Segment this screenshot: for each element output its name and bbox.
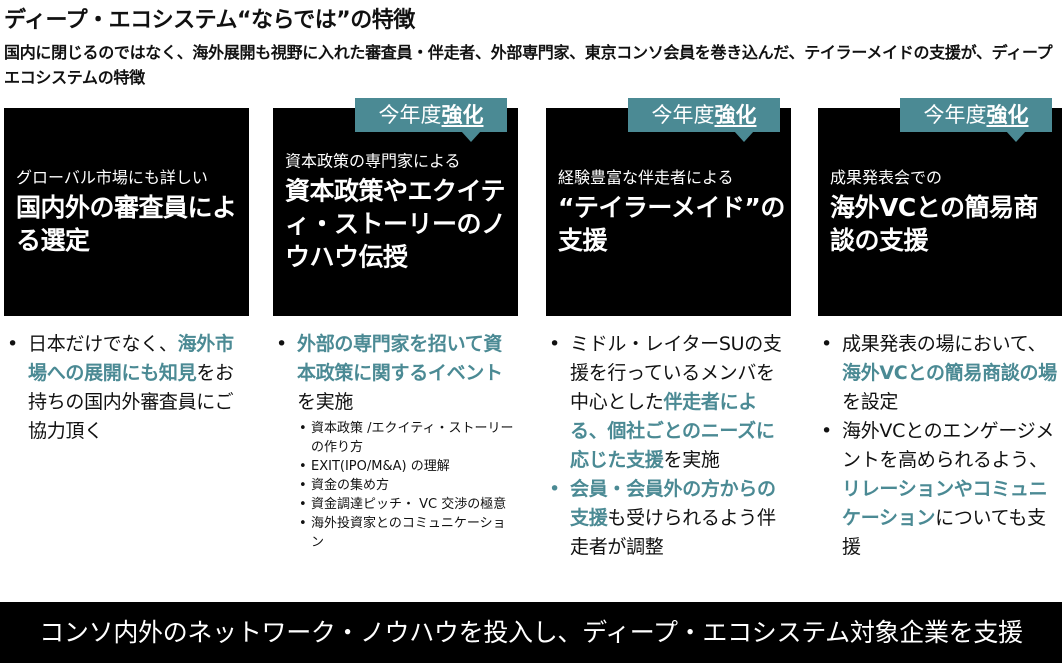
bullet-text: 成果発表の場において、 — [842, 333, 1047, 355]
feature-column-1: グローバル市場にも詳しい 国内外の審査員による選定 日本だけでなく、海外市場への… — [4, 108, 249, 446]
bullet-item: 外部の専門家を招いて資本政策に関するイベントを実施資本政策 /エクイティ・ストー… — [273, 330, 518, 552]
feature-bullets: 成果発表の場において、海外VCとの簡易商談の場を設定海外VCとのエンゲージメント… — [818, 330, 1062, 562]
feature-box-heading: 海外VCとの簡易商談の支援 — [830, 193, 1038, 255]
badge-tail — [734, 131, 754, 142]
feature-column-2: 今年度強化 資本政策の専門家による 資本政策やエクイティ・ストーリーのノウハウ伝… — [273, 98, 518, 552]
feature-bullets: ミドル・レイターSUの支援を行っているメンバを中心とした伴走者による、個社ごとの… — [546, 330, 791, 562]
feature-box: 経験豊富な伴走者による “テイラーメイド”の支援 — [546, 108, 791, 316]
feature-box-heading: “テイラーメイド”の支援 — [558, 193, 785, 255]
sub-bullet-item: 資金の集め方 — [297, 476, 518, 495]
bullet-text: をお持ちの国内外審査員にご協力頂く — [28, 362, 234, 442]
badge-prefix: 今年度 — [378, 103, 442, 127]
highlighted-text: 海外VCとの簡易商談の場 — [842, 362, 1057, 384]
highlighted-text: 伴走者による、個社ごとのニーズに応じた支援 — [570, 391, 775, 471]
bullet-item: 日本だけでなく、海外市場への展開にも知見をお持ちの国内外審査員にご協力頂く — [4, 330, 249, 446]
bullet-item: 海外VCとのエンゲージメントを高められるよう、リレーションやコミュニケーションに… — [818, 417, 1062, 562]
feature-bullets: 日本だけでなく、海外市場への展開にも知見をお持ちの国内外審査員にご協力頂く — [4, 330, 249, 446]
sub-bullet-item: 海外投資家とのコミュニケーション — [297, 514, 518, 552]
highlighted-text: 会員・会員外の方からの支援 — [570, 478, 776, 529]
page-title: ディープ・エコシステム“ならでは”の特徴 — [4, 8, 415, 33]
summary-banner: コンソ内外のネットワーク・ノウハウを投入し、ディープ・エコシステム対象企業を支援 — [0, 602, 1062, 663]
sub-bullet-item: 資金調達ピッチ・ VC 交渉の極意 — [297, 495, 518, 514]
sub-bullets: 資本政策 /エクイティ・ストーリーの作り方EXIT(IPO/M&A) の理解資金… — [297, 419, 518, 552]
highlighted-text: 外部の専門家を招いて資本政策に関するイベント — [297, 333, 503, 384]
bullet-item: ミドル・レイターSUの支援を行っているメンバを中心とした伴走者による、個社ごとの… — [546, 330, 791, 475]
bullet-text: についても支援 — [842, 507, 1046, 558]
badge-emphasis: 強化 — [714, 103, 757, 127]
feature-box-lead: 資本政策の専門家による — [285, 151, 461, 171]
bullet-item: 成果発表の場において、海外VCとの簡易商談の場を設定 — [818, 330, 1062, 417]
badge-emphasis: 強化 — [986, 103, 1029, 127]
sub-bullet-item: 資本政策 /エクイティ・ストーリーの作り方 — [297, 419, 518, 457]
feature-box: 資本政策の専門家による 資本政策やエクイティ・ストーリーのノウハウ伝授 — [273, 108, 518, 316]
bullet-text: を実施 — [663, 449, 720, 471]
badge-tail — [1006, 131, 1026, 142]
feature-column-3: 今年度強化 経験豊富な伴走者による “テイラーメイド”の支援 ミドル・レイターS… — [546, 98, 791, 562]
feature-box-lead: グローバル市場にも詳しい — [16, 168, 208, 187]
feature-box-heading: 国内外の審査員による選定 — [16, 193, 237, 255]
badge-tail — [461, 131, 481, 142]
badge-prefix: 今年度 — [923, 103, 987, 127]
sub-bullet-item: EXIT(IPO/M&A) の理解 — [297, 457, 518, 476]
bullet-text: ミドル・レイターSUの支援を行っているメンバを中心とした — [570, 333, 782, 413]
badge-prefix: 今年度 — [651, 103, 715, 127]
feature-box-lead: 成果発表会での — [830, 168, 943, 187]
badge-emphasis: 強化 — [441, 103, 484, 127]
highlighted-text: 海外市場への展開にも知見 — [28, 333, 234, 384]
bullet-text: 海外VCとのエンゲージメントを高められるよう、 — [842, 420, 1055, 471]
feature-box: 成果発表会での 海外VCとの簡易商談の支援 — [818, 108, 1062, 316]
bullet-item: 会員・会員外の方からの支援も受けられるよう伴走者が調整 — [546, 475, 791, 562]
bullet-text: も受けられるよう伴走者が調整 — [570, 507, 776, 558]
page-subtitle: 国内に閉じるのではなく、海外展開も視野に入れた審査員・伴走者、外部専門家、東京コ… — [4, 43, 1053, 87]
bullet-text: 日本だけでなく、 — [28, 333, 178, 355]
feature-box-heading: 資本政策やエクイティ・ストーリーのノウハウ伝授 — [285, 176, 506, 272]
strengthened-badge: 今年度強化 — [628, 98, 780, 142]
feature-bullets: 外部の専門家を招いて資本政策に関するイベントを実施資本政策 /エクイティ・ストー… — [273, 330, 518, 552]
bullet-text: を実施 — [297, 391, 354, 413]
bullet-text: を設定 — [842, 391, 899, 413]
feature-box: グローバル市場にも詳しい 国内外の審査員による選定 — [4, 108, 249, 316]
feature-box-lead: 経験豊富な伴走者による — [558, 168, 734, 187]
highlighted-text: リレーションやコミュニケーション — [842, 478, 1048, 529]
strengthened-badge: 今年度強化 — [355, 98, 507, 142]
strengthened-badge: 今年度強化 — [900, 98, 1052, 142]
feature-column-4: 今年度強化 成果発表会での 海外VCとの簡易商談の支援 成果発表の場において、海… — [818, 98, 1062, 562]
